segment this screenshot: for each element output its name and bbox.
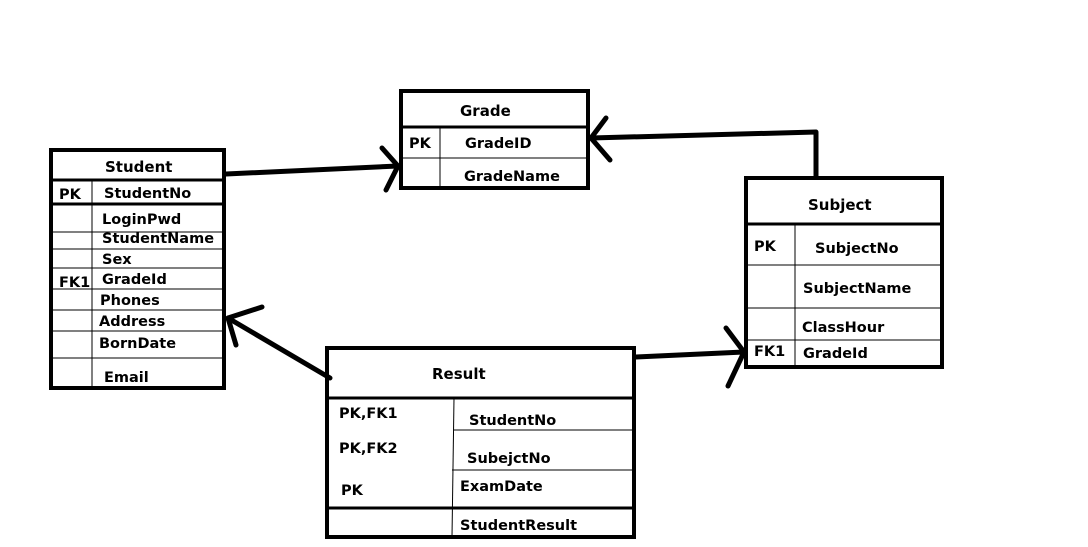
entity-title: Grade [460,102,511,120]
row-field: GradeName [464,169,560,185]
row-field: SubejctNo [467,451,551,467]
row-field: Phones [100,293,160,309]
row-field: ExamDate [460,479,543,495]
row-field: Sex [102,252,132,268]
row-field: SubjectNo [815,241,899,257]
entity-border [325,346,636,539]
arrowhead-at-grade [379,145,401,193]
connector-line [223,163,401,177]
row-field: GradeId [803,346,868,362]
entity-title: Subject [808,196,872,214]
row-field: SubjectName [803,281,912,297]
connector-line [588,129,819,179]
row-key: PK [341,483,364,499]
row-field: StudentNo [469,413,556,429]
entity-grade: Grade PK GradeID GradeName [399,89,590,190]
row-key: PK,FK2 [339,441,398,457]
row-field: Address [99,314,165,330]
row-field: BornDate [99,336,176,352]
row-key: PK [59,187,82,203]
row-key: FK1 [754,344,785,360]
relationship-result-student [225,304,333,381]
connector-line [633,349,747,360]
arrowhead-at-subject [723,325,747,389]
row-field: StudentNo [104,186,191,202]
entity-result: Result PK,FK1 StudentNo PK,FK2 SubejctNo… [325,346,636,539]
connector-line [225,315,333,381]
row-field: StudentResult [460,518,577,534]
relationship-student-grade [223,145,401,193]
row-field: Email [104,370,149,386]
row-key: PK,FK1 [339,406,398,422]
entity-student: Student PK StudentNo LoginPwd StudentNam… [49,148,226,390]
entity-border [49,148,226,390]
entity-subject: Subject PK SubjectNo SubjectName ClassHo… [744,176,944,369]
entity-title: Result [432,365,486,383]
relationship-result-subject [633,325,747,389]
entity-border [744,176,944,369]
row-field: ClassHour [802,320,885,336]
arrowhead-at-grade [588,115,613,163]
row-field: LoginPwd [102,212,181,228]
row-key: PK [409,136,432,152]
row-key: PK [754,239,777,255]
entity-title: Student [105,158,172,176]
row-field: GradeID [465,136,531,152]
row-field: GradeId [102,272,167,288]
row-field: StudentName [102,231,214,247]
arrowhead-at-student [225,304,265,348]
row-key: FK1 [59,275,90,291]
key-column-divider [451,397,455,538]
entity-border [399,89,590,190]
relationship-subject-grade [588,115,819,179]
